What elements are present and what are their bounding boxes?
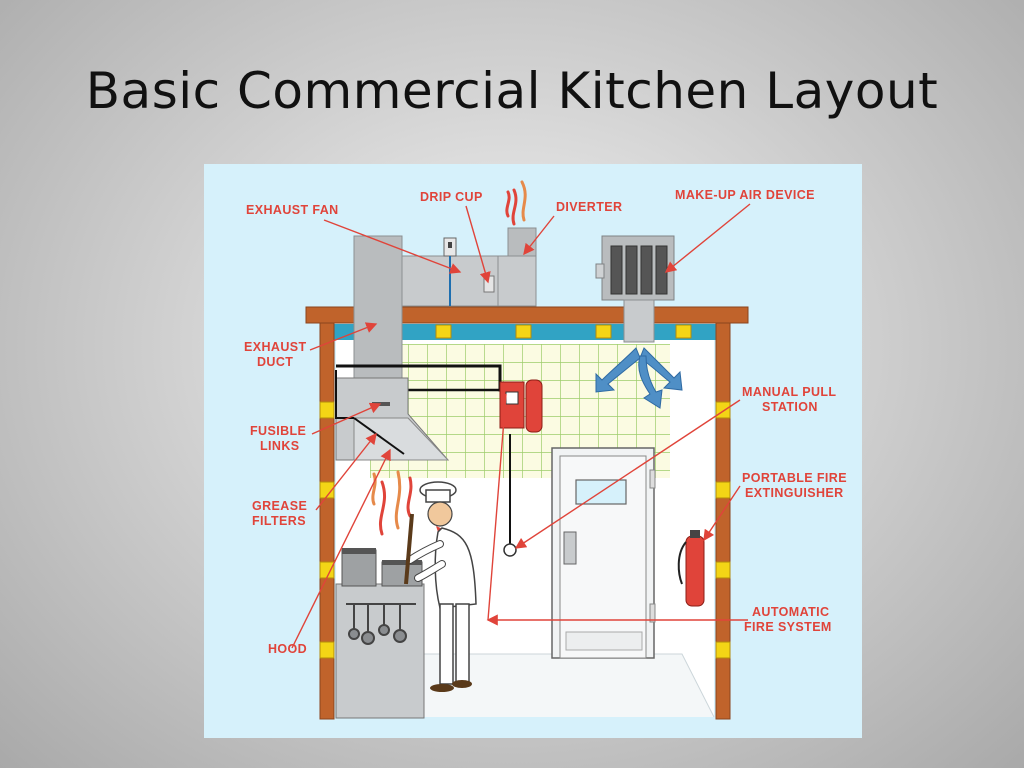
pot-left: [341, 549, 377, 587]
label-grease-filters-line1: GREASE: [252, 499, 307, 513]
pot-left-rim: [342, 548, 376, 554]
exhaust-duct: [353, 235, 403, 381]
chef: [404, 481, 477, 692]
slide-title: Basic Commercial Kitchen Layout: [85, 62, 939, 120]
label-drip-cup: DRIP CUP: [420, 190, 483, 204]
door-kickplate: [565, 631, 643, 651]
floor: [336, 654, 714, 717]
air-flow-arrows: [595, 347, 683, 409]
label-exhaust-fan: EXHAUST FAN: [246, 203, 339, 217]
cooking-heat: [371, 470, 413, 536]
exhaust-vapor: [505, 180, 527, 226]
fusible-link: [372, 402, 390, 406]
label-grease-filters-line2: FILTERS: [252, 514, 306, 528]
diverter-duct: [497, 255, 537, 307]
drip-cup: [483, 275, 495, 293]
label-portable-fire-extinguisher-line2: EXTINGUISHER: [745, 486, 844, 500]
label-automatic-fire-system-line1: AUTOMATIC: [752, 605, 829, 619]
door-hinge-top: [649, 469, 656, 489]
make-up-air-side: [595, 263, 605, 279]
stove: [335, 583, 425, 719]
portable-fire-extinguisher-device: [677, 530, 705, 607]
label-make-up-air-device: MAKE-UP AIR DEVICE: [675, 188, 815, 202]
fire-system-tank: [525, 379, 543, 433]
label-manual-pull-station-line1: MANUAL PULL: [742, 385, 836, 399]
kitchen-diagram-svg: EXHAUST FAN DRIP CUP DIVERTER MAKE-UP AI…: [244, 180, 847, 720]
pot-right-rim: [382, 560, 422, 565]
label-hood: HOOD: [268, 642, 307, 656]
label-portable-fire-extinguisher-line1: PORTABLE FIRE: [742, 471, 847, 485]
wall-studs: [319, 401, 731, 659]
door-hinge-bottom: [649, 603, 656, 623]
hanging-utensils: [346, 603, 416, 645]
label-fusible-links-line2: LINKS: [260, 439, 300, 453]
fire-system-dial: [505, 391, 519, 405]
make-up-air-grille: [610, 245, 668, 295]
label-diverter: DIVERTER: [556, 200, 622, 214]
left-wall: [319, 322, 335, 720]
label-exhaust-duct-line2: DUCT: [257, 355, 293, 369]
hood-front: [353, 417, 450, 461]
leader-lines: [291, 203, 751, 649]
door-window: [575, 479, 627, 505]
fan-switch: [448, 242, 452, 248]
door-handle: [563, 531, 577, 565]
label-automatic-fire-system-line2: FIRE SYSTEM: [744, 620, 832, 634]
label-manual-pull-station-line2: STATION: [762, 400, 818, 414]
make-up-air-duct: [623, 299, 655, 343]
label-exhaust-duct-line1: EXHAUST: [244, 340, 307, 354]
right-wall: [715, 322, 731, 720]
manual-pull-station-device: [503, 543, 517, 557]
grease-filter-line: [353, 417, 405, 455]
kitchen-diagram: EXHAUST FAN DRIP CUP DIVERTER MAKE-UP AI…: [204, 164, 862, 738]
label-fusible-links-line1: FUSIBLE: [250, 424, 306, 438]
automatic-fire-system-leader: [487, 393, 507, 621]
pot-right: [381, 561, 423, 587]
